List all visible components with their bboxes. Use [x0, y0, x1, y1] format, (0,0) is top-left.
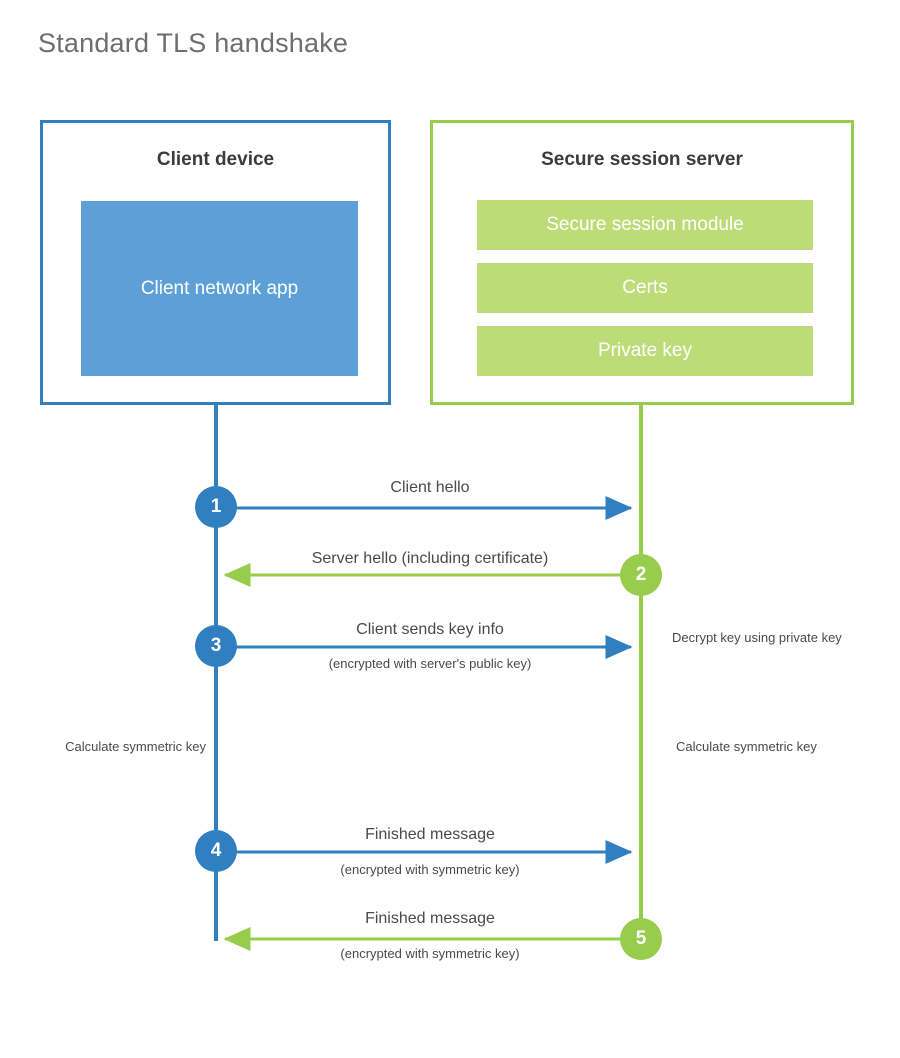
step-label-2: Server hello (including certificate) — [311, 550, 549, 567]
step-marker-3[interactable]: 3 — [195, 625, 237, 667]
step-sublabel-4: (encrypted with symmetric key) — [340, 862, 520, 877]
note-decrypt-key: Decrypt key using private key — [672, 630, 842, 645]
client-device-box: Client device Client network app — [40, 120, 391, 405]
server-lifeline — [639, 405, 643, 941]
step-label-4: Finished message — [365, 826, 495, 843]
server-component-secure-session-module: Secure session module — [477, 200, 813, 250]
server-component-label: Private key — [598, 340, 692, 361]
step-marker-5[interactable]: 5 — [620, 918, 662, 960]
note-calculate-symmetric-key-server: Calculate symmetric key — [676, 739, 817, 754]
note-calculate-symmetric-key-client: Calculate symmetric key — [65, 739, 206, 754]
server-component-private-key: Private key — [477, 326, 813, 376]
server-component-label: Certs — [622, 277, 668, 298]
client-lifeline — [214, 405, 218, 941]
secure-session-server-title: Secure session server — [541, 149, 743, 170]
step-marker-4[interactable]: 4 — [195, 830, 237, 872]
server-component-certs: Certs — [477, 263, 813, 313]
secure-session-server-box: Secure session server Secure session mod… — [430, 120, 854, 405]
server-component-label: Secure session module — [546, 214, 744, 235]
step-marker-1[interactable]: 1 — [195, 486, 237, 528]
step-marker-2[interactable]: 2 — [620, 554, 662, 596]
step-label-1: Client hello — [390, 479, 470, 496]
client-network-app-label: Client network app — [140, 277, 299, 299]
page-title: Standard TLS handshake — [38, 28, 349, 58]
client-device-title: Client device — [156, 149, 275, 170]
client-network-app-block: Client network app — [81, 201, 358, 376]
step-label-3: Client sends key info — [356, 621, 504, 638]
step-label-5: Finished message — [365, 910, 495, 927]
step-sublabel-3: (encrypted with server's public key) — [328, 656, 532, 671]
step-sublabel-5: (encrypted with symmetric key) — [340, 946, 520, 961]
